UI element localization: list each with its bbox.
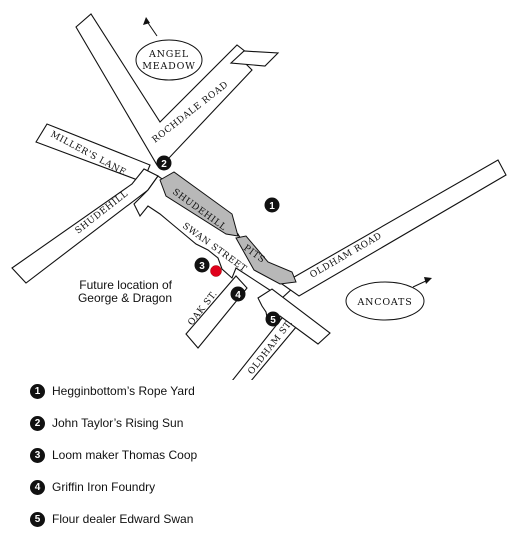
legend-number-badge: 2: [30, 415, 45, 431]
legend-item: 1 Hegginbottom’s Rope Yard: [30, 383, 330, 399]
legend-number-badge: 3: [30, 447, 45, 463]
marker-1-number: 1: [269, 201, 275, 212]
marker-2-number: 2: [161, 159, 167, 170]
area-angel-meadow: ANGEL MEADOW: [135, 17, 203, 81]
legend-label: Loom maker Thomas Coop: [52, 448, 198, 462]
legend-number-badge: 5: [30, 511, 45, 527]
pits-block: [235, 235, 297, 285]
future-location-label: Future location of: [79, 278, 172, 292]
marker-1: 1: [264, 197, 280, 213]
street-network: [11, 13, 507, 380]
side-street-ne: [229, 50, 280, 67]
area-ancoats: ANCOATS: [345, 277, 432, 321]
legend-label: John Taylor’s Rising Sun: [52, 416, 184, 430]
shudehill-west-label: SHUDEHILL: [74, 189, 131, 236]
legend-label: Griffin Iron Foundry: [52, 480, 156, 494]
legend-label: Flour dealer Edward Swan: [52, 512, 194, 526]
legend-item: 2 John Taylor’s Rising Sun: [30, 415, 330, 431]
angel-meadow-label-2: MEADOW: [142, 61, 196, 72]
street-map: ANGEL MEADOW ANCOATS ROCHDALE ROAD MILLE…: [11, 13, 507, 380]
grey-blocks: [159, 171, 297, 285]
legend-label: Hegginbottom’s Rope Yard: [52, 384, 195, 398]
oldham-street-label: OLDHAM ST.: [246, 318, 295, 377]
oldham-road-label: OLDHAM ROAD: [309, 231, 385, 280]
marker-5: 5: [265, 311, 281, 327]
legend-number-badge: 1: [30, 383, 45, 399]
marker-5-number: 5: [270, 315, 276, 326]
shudehill-block: [159, 171, 239, 237]
marker-3: 3: [194, 257, 210, 273]
millers-lane-shape: [35, 123, 151, 183]
ancoats-label: ANCOATS: [356, 297, 412, 308]
george-and-dragon-label: George & Dragon: [78, 291, 172, 305]
angel-meadow-label-1: ANGEL: [148, 49, 189, 60]
legend-item: 4 Griffin Iron Foundry: [30, 479, 330, 495]
marker-3-number: 3: [199, 261, 205, 272]
legend-item: 3 Loom maker Thomas Coop: [30, 447, 330, 463]
marker-4: 4: [230, 286, 246, 302]
marker-2: 2: [156, 155, 172, 171]
future-location-dot: [210, 265, 222, 277]
legend-number-badge: 4: [30, 479, 45, 495]
oldham-road-shape: [280, 159, 507, 297]
connector-street-shape: [257, 288, 331, 345]
legend-item: 5 Flour dealer Edward Swan: [30, 511, 330, 527]
marker-4-number: 4: [235, 290, 241, 301]
legend: 1 Hegginbottom’s Rope Yard 2 John Taylor…: [30, 383, 330, 543]
